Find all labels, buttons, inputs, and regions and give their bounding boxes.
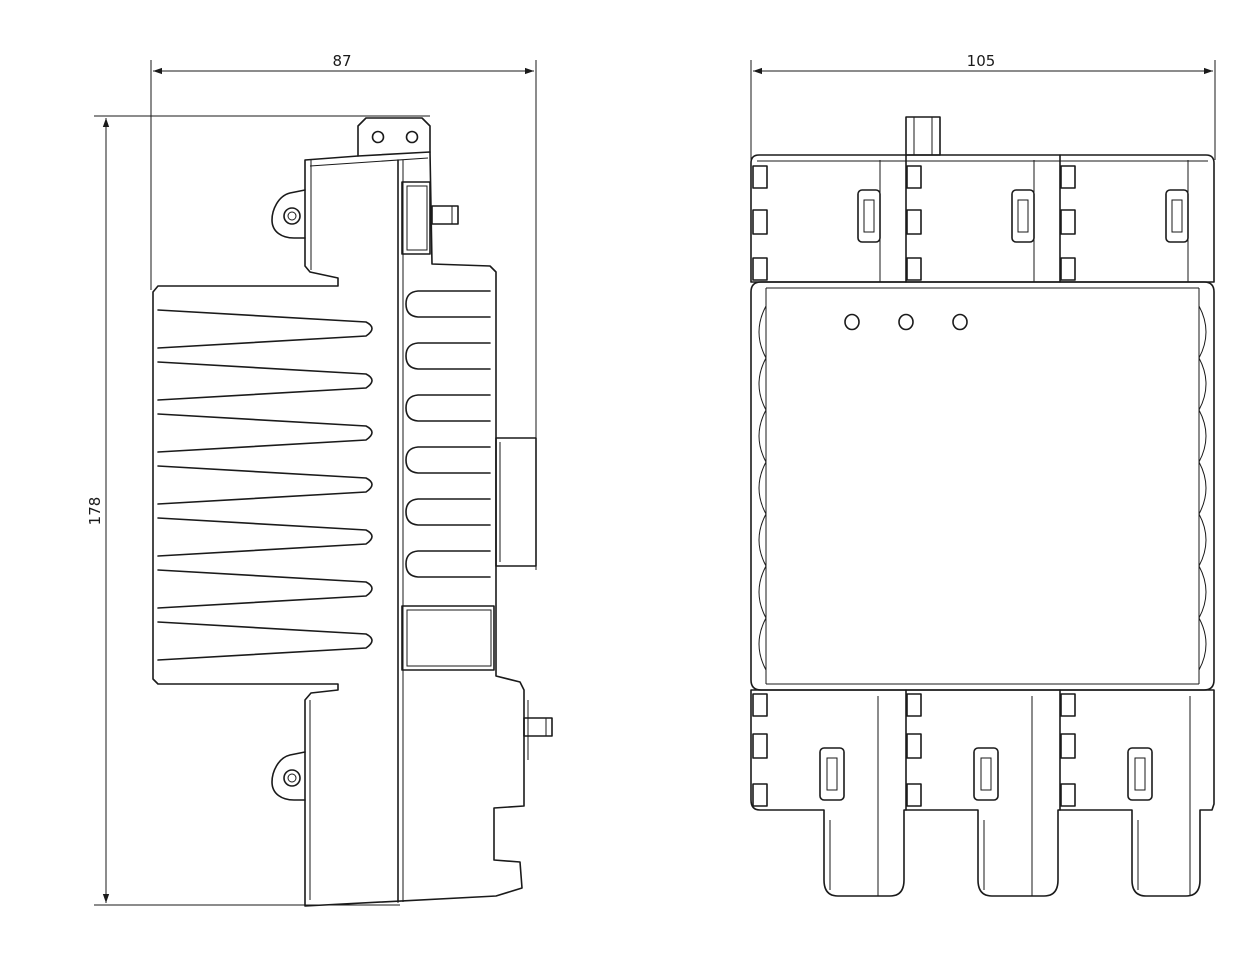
dimension-label-87: 87 [332,52,351,70]
lower-clip [1060,693,1076,717]
upper-clip [1060,165,1076,189]
mounting-hole [371,130,385,144]
connector-block-upper [401,181,431,255]
lower-latch [973,747,999,801]
heat-sink-fin [157,621,373,661]
indicator-led [844,313,860,331]
lower-clip [752,733,768,759]
lower-clip [752,693,768,717]
dimension-width-side: 87 [150,52,537,570]
rib-slot [405,342,491,370]
lower-clip [906,693,922,717]
upper-latch [1011,189,1035,243]
rib-slot [405,290,491,318]
side-pin-upper [431,205,459,225]
heat-sink-fin [157,413,373,453]
dimension-label-178: 178 [86,497,104,526]
front-view [750,116,1215,897]
side-scallops-right [1198,305,1207,671]
lower-clip [906,783,922,807]
rib-slot [405,446,491,474]
lug-hole [283,207,301,225]
indicator-led [952,313,968,331]
lower-clip [1060,783,1076,807]
mounting-tab-top [357,117,431,157]
side-view [152,117,553,907]
upper-latch [1165,189,1189,243]
rib-slot [405,394,491,422]
lower-terminal-housing [750,689,1215,897]
dimension-label-105: 105 [967,52,996,70]
top-pin [905,116,941,156]
lower-clip [1060,733,1076,759]
upper-clip [752,209,768,235]
mounting-hole [405,130,419,144]
heat-sink-fin [157,517,373,557]
upper-clip [906,165,922,189]
din-rail-clip [495,437,537,567]
lower-latch [819,747,845,801]
indicator-led [898,313,914,331]
side-lug-upper [271,189,306,239]
side-view-outline [152,151,525,907]
upper-latch [857,189,881,243]
dimension-width-front: 105 [750,52,1216,160]
connector-block-lower [401,605,495,671]
lug-hole [283,769,301,787]
central-body [750,281,1215,691]
upper-clip [906,209,922,235]
upper-clip [906,257,922,281]
lower-latch [1127,747,1153,801]
heat-sink-fin [157,309,373,349]
lower-clip [752,783,768,807]
dimension-height: 178 [86,115,430,906]
side-lug-lower [271,751,306,801]
upper-clip [1060,209,1076,235]
upper-clip [752,257,768,281]
side-pin-lower [523,717,553,737]
lower-clip [906,733,922,759]
heat-sink-fin [157,361,373,401]
rib-slot [405,498,491,526]
rib-slot [405,550,491,578]
side-scallops-left [758,305,767,671]
upper-clip [752,165,768,189]
upper-terminal-housing [750,154,1215,283]
heat-sink-fin [157,465,373,505]
upper-clip [1060,257,1076,281]
heat-sink-fin [157,569,373,609]
